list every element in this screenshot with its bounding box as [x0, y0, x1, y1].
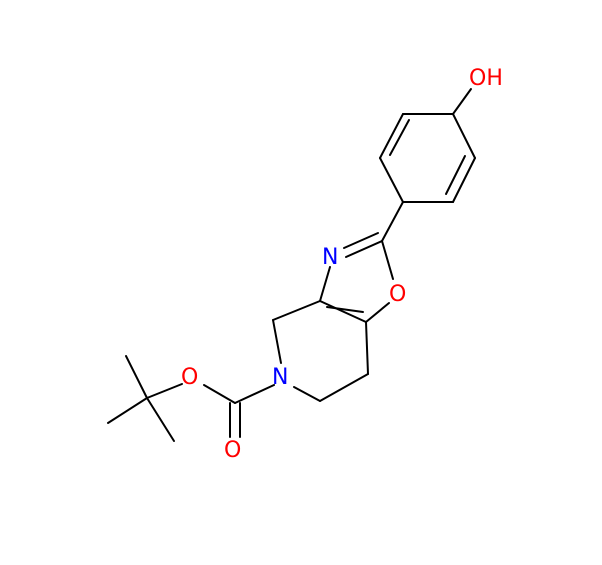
bond	[452, 88, 472, 115]
bond	[107, 397, 148, 424]
bond	[272, 319, 282, 364]
bond	[345, 240, 383, 258]
atom-labels: OH N O O N O	[181, 66, 503, 463]
bond	[234, 384, 275, 404]
bond	[365, 321, 369, 375]
bond	[146, 383, 183, 399]
bond	[381, 201, 404, 242]
bond	[365, 302, 390, 323]
hydroxyl-label: OH	[469, 66, 503, 91]
ester-oxygen-label: O	[181, 365, 198, 390]
bond	[319, 300, 367, 323]
bond	[379, 113, 404, 159]
bond	[326, 306, 364, 313]
bond	[272, 300, 321, 321]
bond	[343, 232, 379, 249]
bond	[203, 384, 236, 404]
bond	[381, 240, 394, 280]
bond	[293, 386, 321, 402]
bonds	[107, 88, 476, 442]
bond	[445, 155, 466, 195]
bond	[125, 355, 148, 399]
bond	[146, 397, 175, 442]
bond	[452, 113, 476, 159]
oxazole-oxygen-label: O	[389, 282, 406, 307]
bond	[319, 373, 369, 402]
bond	[452, 157, 476, 203]
oxazole-nitrogen-label: N	[322, 245, 338, 270]
bond	[389, 119, 410, 156]
bond	[319, 266, 331, 302]
bond	[379, 157, 404, 203]
carbonyl-oxygen-label: O	[224, 438, 241, 463]
ring-nitrogen-label: N	[272, 365, 288, 390]
